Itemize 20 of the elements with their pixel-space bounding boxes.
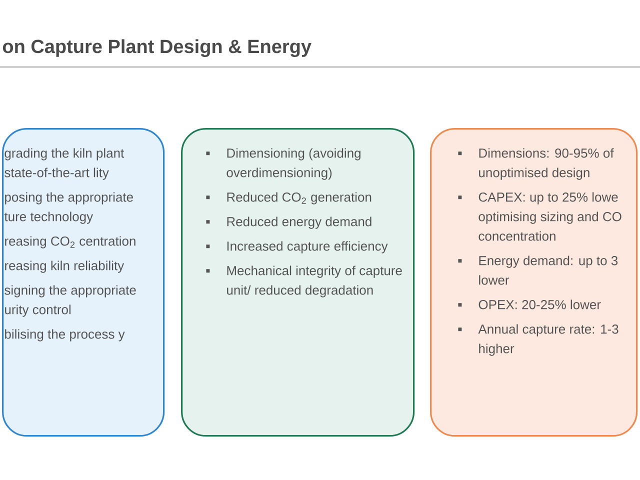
bullet-item: Annual capture rate: 1-3 higher	[458, 324, 618, 356]
bullet-item: CAPEX: up to 25% lowe optimising sizing and CO concentration	[458, 192, 622, 241]
bullet-item: Reduced CO$_{2}$ generation	[206, 192, 372, 204]
bullet-item: bilising the process y	[5, 329, 125, 342]
bullet-item: Reduced energy demand	[206, 216, 372, 229]
bullet-item: signing the appropriate urity control	[4, 285, 136, 317]
rounded-box	[181, 128, 415, 437]
rounded-box	[2, 128, 165, 437]
bullet-item: Dimensions: 90-95% of unoptimised design	[458, 148, 614, 180]
rounded-box	[430, 128, 638, 437]
page-title: on Capture Plant Design & Energy	[2, 39, 312, 58]
bullet-item: reasing kiln reliability	[5, 260, 124, 273]
bullet-item: reasing CO$_{2}$ centration	[5, 236, 136, 248]
bullet-item: Dimensioning (avoiding overdimensioning)	[206, 148, 360, 180]
bullet-item: grading the kiln plant state-of-the-art lity	[4, 148, 124, 180]
bullet-item: Energy demand: up to 3 lower	[458, 256, 618, 285]
bullet-item: OPEX: 20-25% lower	[458, 300, 601, 310]
bullet-item: Increased capture efficiency	[206, 241, 388, 254]
bullet-item: posing the appropriate ture technology	[4, 192, 133, 224]
bullet-item: Mechanical integrity of capture unit/ reduced degradation	[206, 266, 402, 298]
